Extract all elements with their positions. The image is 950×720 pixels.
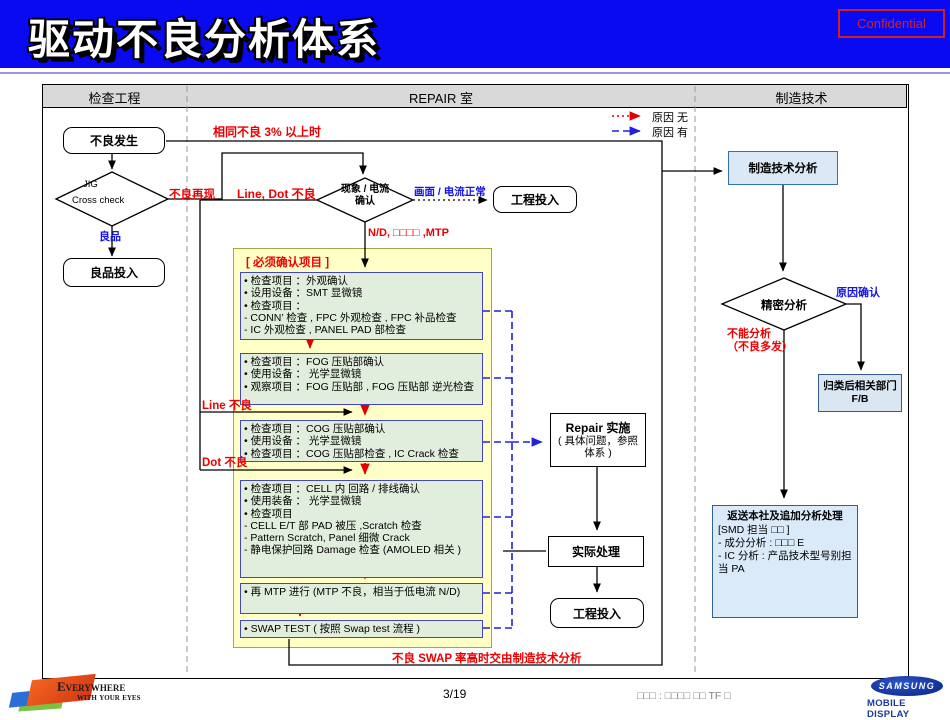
title-bar bbox=[0, 0, 950, 68]
check-box-appearance: • 检查项目 ：外观确认• 设用设备 ：SMT 显微镜• 检查项目 ： - CO… bbox=[240, 272, 483, 340]
feedback-dept-line1: 归类后相关部门 bbox=[823, 380, 897, 392]
swap-rate-note: 不良 SWAP 率高时交由制造技术分析 bbox=[392, 653, 582, 665]
footer-slogan-line1: Everywhere bbox=[57, 679, 126, 694]
defect-reappear-label: 不良再现 bbox=[169, 189, 215, 201]
precision-analysis-text: 精密分析 bbox=[761, 300, 807, 312]
main-flow-lines bbox=[108, 140, 865, 666]
screen-current-normal-label: 画面 / 电流正常 bbox=[414, 186, 486, 198]
title-divider bbox=[0, 72, 950, 74]
line-dot-defect-label: Line, Dot 不良 bbox=[237, 187, 316, 201]
good-result-label: 良品 bbox=[99, 231, 121, 243]
jig-diamond-label-1: JIG bbox=[83, 179, 98, 190]
cannot-analyze-line1: 不能分析 bbox=[727, 328, 771, 340]
defect-occurs-box: 不良发生 bbox=[63, 127, 165, 154]
repair-execute-box: Repair 实施 ( 具体问题，参照 体系 ) bbox=[550, 413, 646, 467]
page-title: 驱动不良分析体系 bbox=[28, 16, 381, 63]
nd-mtp-label: N/D, □□□□ ,MTP bbox=[368, 227, 449, 239]
legend-has-cause: 原因 有 bbox=[652, 127, 689, 139]
process-input-box-2: 工程投入 bbox=[550, 598, 644, 628]
legend-no-cause: 原因 无 bbox=[652, 112, 689, 124]
dot-defect-label: Dot 不良 bbox=[202, 457, 248, 469]
samsung-logo-text: SAMSUNG bbox=[878, 681, 936, 691]
lane-header-repair: REPAIR 室 bbox=[408, 91, 474, 106]
repair-execute-title: Repair 实施 bbox=[565, 420, 631, 435]
phenomenon-line2: 确认 bbox=[355, 196, 375, 207]
jig-cross-check-diamond bbox=[54, 171, 170, 227]
precision-analysis-diamond bbox=[720, 277, 848, 331]
actual-handling-box: 实际处理 bbox=[548, 536, 644, 567]
page-number: 3/19 bbox=[443, 687, 467, 701]
feedback-dept-box: 归类后相关部门 F/B bbox=[818, 374, 902, 412]
return-hq-box: 返送本社及追加分析处理 [SMD 担当 □□ ] - 成分分析 : □□□ E … bbox=[712, 505, 858, 618]
return-hq-title: 返送本社及追加分析处理 bbox=[727, 510, 843, 522]
check-box-mtp: • 再 MTP 进行 (MTP 不良，相当于低电流 N/D) bbox=[240, 583, 483, 614]
check-box-cell: • 检查项目 ：CELL 内 回路 / 排线确认• 使用装备 ： 光学显微镜• … bbox=[240, 480, 483, 578]
repair-execute-sub2: 体系 ) bbox=[584, 446, 612, 459]
confidential-badge: Confidential bbox=[838, 9, 945, 38]
footer-slogan-line2: with your eyes bbox=[77, 693, 141, 703]
check-box-swap-test: • SWAP TEST ( 按照 Swap test 流程 ) bbox=[240, 620, 483, 638]
lane-separators bbox=[186, 86, 696, 676]
mobile-display-logo-text: MOBILE DISPLAY bbox=[867, 698, 910, 720]
mfg-tech-analysis-box: 制造技术分析 bbox=[728, 151, 838, 185]
line-defect-label: Line 不良 bbox=[202, 400, 252, 412]
decision-diamonds bbox=[54, 171, 848, 331]
feedback-dept-line2: F/B bbox=[851, 393, 869, 405]
phenomenon-current-diamond bbox=[315, 177, 415, 223]
lane-header-manufacturing: 制造技术 bbox=[775, 91, 828, 106]
phenomenon-diamond-text: 现象 / 电流 确认 bbox=[320, 184, 410, 208]
cause-confirmed-label: 原因确认 bbox=[836, 287, 880, 299]
cannot-analyze-line2: （不良多发） bbox=[727, 341, 793, 353]
cause-found-lines bbox=[483, 126, 641, 629]
check-box-fog: • 检查项目 ：FOG 压贴部确认• 使用设备 ： 光学显微镜• 观察项目 ：F… bbox=[240, 353, 483, 405]
lane-header-inspection: 检查工程 bbox=[88, 91, 141, 106]
repair-execute-sub1: ( 具体问题，参照 bbox=[558, 434, 638, 447]
footer-owner-text: □□□ : □□□□ □□ TF □ bbox=[637, 690, 731, 702]
same-defect-label: 相同不良 3% 以上时 bbox=[213, 125, 322, 139]
must-confirm-title: [ 必须确认项目 ] bbox=[246, 257, 330, 269]
cannot-analyze-label: 不能分析 （不良多发） bbox=[727, 328, 793, 354]
return-hq-lines: [SMD 担当 □□ ] - 成分分析 : □□□ E - IC 分析 : 产品… bbox=[718, 524, 852, 575]
check-box-cog: • 检查项目 ：COG 压贴部确认• 使用设备 ： 光学显微镜• 检查项目 ：C… bbox=[240, 420, 483, 462]
good-input-box: 良品投入 bbox=[63, 258, 165, 287]
lane-header-row bbox=[42, 84, 907, 108]
samsung-logo-icon: SAMSUNG bbox=[871, 676, 943, 696]
phenomenon-line1: 现象 / 电流 bbox=[340, 184, 390, 195]
jig-diamond-label-2: Cross check bbox=[72, 195, 125, 206]
process-input-box-1: 工程投入 bbox=[493, 186, 577, 213]
